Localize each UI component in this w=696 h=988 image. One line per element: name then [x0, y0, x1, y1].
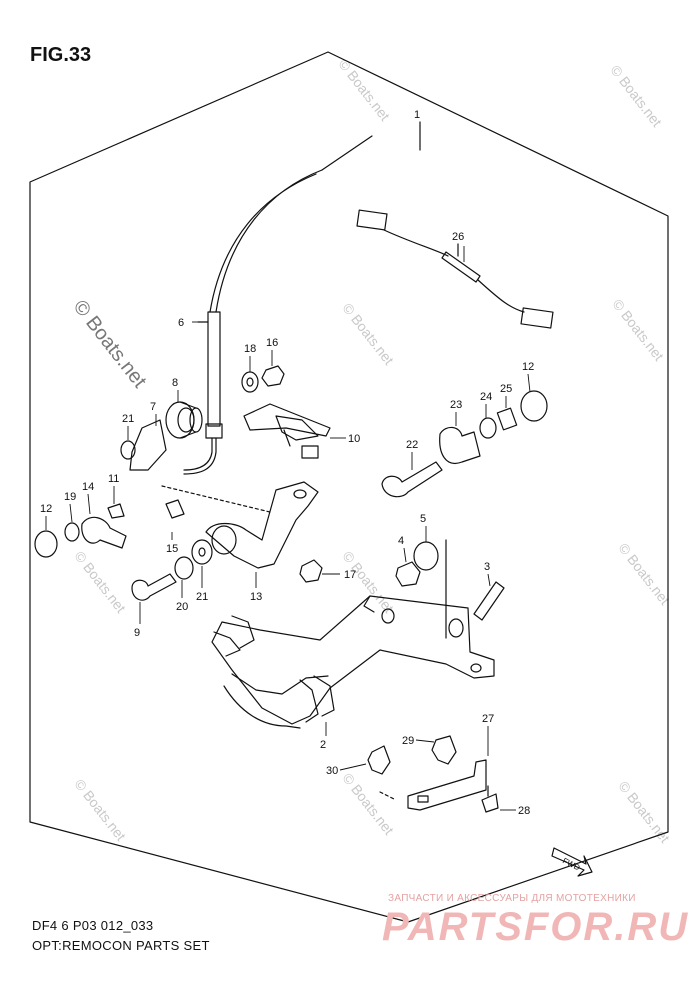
callout: 11	[108, 473, 119, 485]
callout: 12	[40, 503, 52, 515]
shift-lever	[205, 481, 319, 569]
pulley	[165, 401, 203, 439]
bushing	[439, 426, 481, 464]
fwd-label: FWD	[561, 856, 582, 872]
callout: 16	[266, 337, 278, 349]
callout: 22	[406, 439, 418, 451]
callout: 29	[402, 735, 414, 747]
bolt	[381, 461, 443, 498]
remote-bracket	[211, 595, 495, 729]
callout: 6	[178, 317, 184, 329]
nut	[261, 365, 285, 387]
collar	[165, 499, 185, 519]
washer	[191, 539, 213, 565]
figure-title: FIG.33	[30, 44, 92, 66]
washer	[246, 377, 254, 387]
callout: 14	[82, 481, 94, 493]
callout: 23	[450, 399, 462, 411]
callout: 27	[482, 713, 494, 725]
callout: 24	[480, 391, 492, 403]
washer	[479, 417, 497, 439]
callout: 1	[414, 109, 420, 121]
callout: 21	[122, 413, 134, 425]
shop-logo: PARTSFOR.RU	[382, 905, 690, 949]
leader-line	[161, 485, 271, 513]
callout: 9	[134, 627, 140, 639]
callout: 8	[172, 377, 178, 389]
diagram-caption: OPT:REMOCON PARTS SET	[32, 938, 210, 953]
kit-outline	[29, 51, 669, 923]
washer	[64, 522, 80, 542]
nut	[299, 559, 323, 583]
callout: 20	[176, 601, 188, 613]
clip	[367, 745, 391, 775]
callout: 4	[398, 535, 404, 547]
callout: 19	[64, 491, 76, 503]
callout: 28	[518, 805, 530, 817]
callout: 5	[420, 513, 426, 525]
stud-bolt	[473, 581, 505, 621]
leader-line	[379, 791, 397, 801]
nut	[395, 561, 421, 587]
washer	[198, 547, 206, 557]
callout: 13	[250, 591, 262, 603]
mounting-plate	[407, 759, 487, 811]
snap-ring	[34, 530, 58, 558]
callout: 12	[522, 361, 534, 373]
callout: 21	[196, 591, 208, 603]
callout: 10	[348, 433, 360, 445]
callout: 15	[166, 543, 178, 555]
wire-harness	[356, 209, 554, 329]
plate-slot	[417, 795, 429, 803]
callout: 17	[344, 569, 356, 581]
washer	[241, 371, 259, 393]
washer	[413, 541, 439, 571]
diagram-code: DF4 6 P03 012_033	[32, 918, 154, 933]
callout: 30	[326, 765, 338, 777]
callout: 26	[452, 231, 464, 243]
washer	[174, 556, 194, 580]
fwd-arrow	[551, 847, 593, 877]
clip	[431, 735, 457, 765]
bolt	[131, 573, 177, 601]
remote-cable	[183, 135, 373, 475]
callout: 7	[150, 401, 156, 413]
sleeve	[496, 407, 518, 431]
screw	[481, 793, 499, 813]
cable-clamp	[243, 403, 331, 459]
callout: 2	[320, 739, 326, 751]
washer	[120, 440, 136, 460]
callout: 25	[500, 383, 512, 395]
link-rod	[81, 516, 127, 549]
callout: 18	[244, 343, 256, 355]
callout: 3	[484, 561, 490, 573]
snap-ring	[520, 390, 548, 422]
shop-tagline: ЗАПЧАСТИ И АКСЕССУАРЫ ДЛЯ МОТОТЕХНИКИ	[388, 893, 636, 904]
pin	[107, 503, 125, 519]
cable-bracket	[129, 419, 167, 471]
